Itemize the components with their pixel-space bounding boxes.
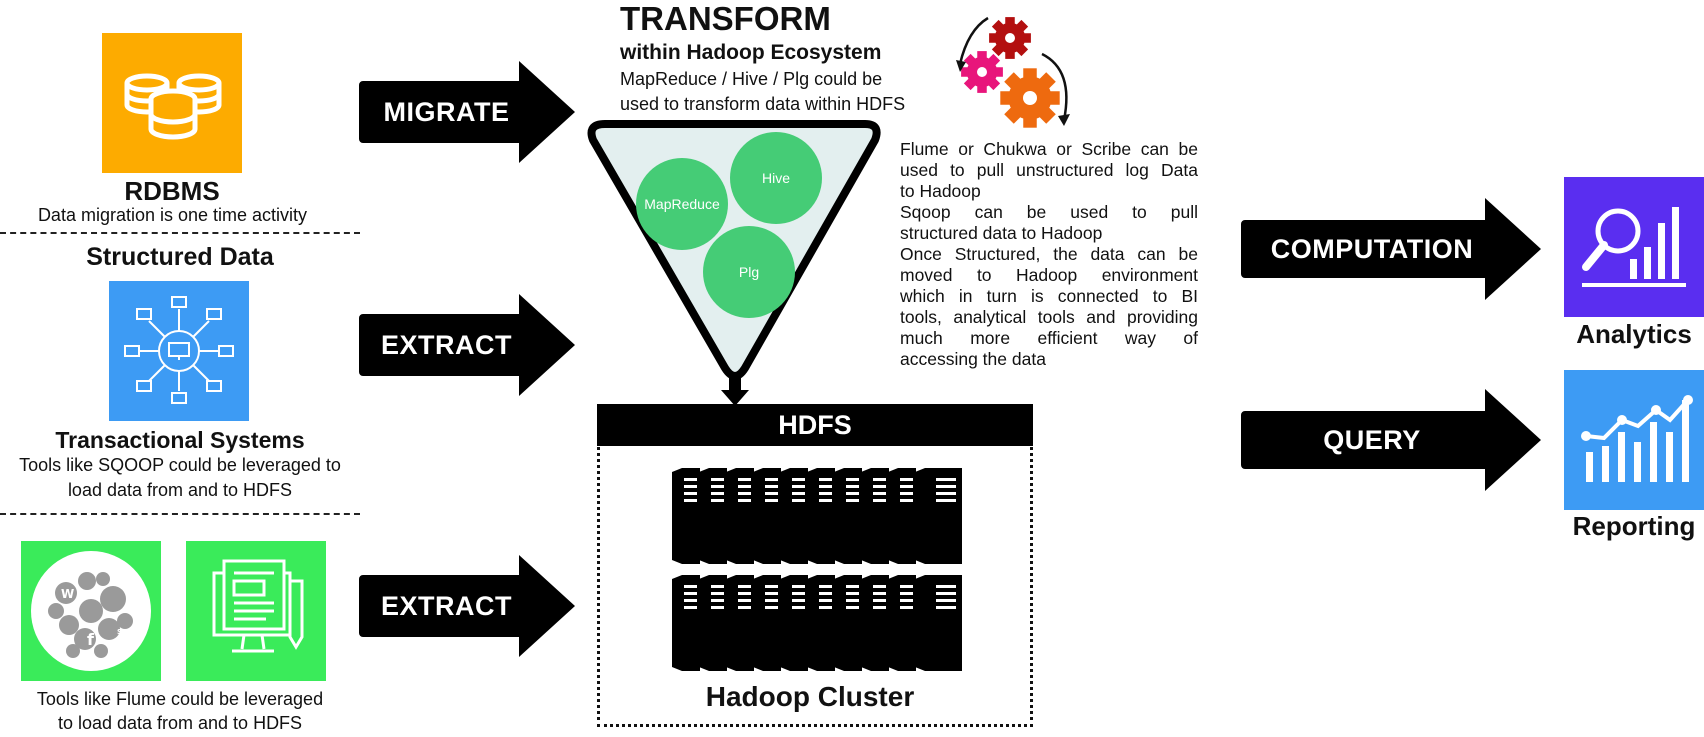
server-rack-row-2 [670, 575, 970, 673]
notes-line-9: tools, analytical tools and providing [900, 307, 1198, 327]
computation-arrow: COMPUTATION [1241, 198, 1543, 300]
plg-label: Plg [738, 264, 760, 280]
extract-arrow-1: EXTRACT [359, 294, 577, 396]
notes-line-1: Flume or Chukwa or Scribe can be [900, 139, 1198, 159]
svg-text:f: f [87, 630, 95, 649]
document-monitor-icon [186, 541, 326, 681]
notes-line-10: much more efficient way of [900, 328, 1198, 348]
plg-circle: Plg [703, 226, 795, 318]
mapreduce-label: MapReduce [644, 196, 720, 212]
divider-2 [0, 513, 360, 515]
server-rack-row-1 [670, 468, 970, 566]
notes-line-2: used to pull unstructured log Data [900, 160, 1198, 180]
hdfs-title: HDFS [778, 409, 852, 440]
transactional-caption-2: load data from and to HDFS [67, 480, 293, 500]
hdfs-header: HDFS [597, 404, 1033, 446]
notes-line-11: accessing the data [900, 349, 1046, 369]
rdbms-caption: Data migration is one time activity [37, 205, 308, 225]
social-media-icon: f W SMS [21, 541, 161, 681]
reporting-icon [1564, 370, 1704, 510]
transform-desc-1: MapReduce / Hive / Plg could be [620, 69, 883, 89]
hive-circle: Hive [730, 132, 822, 224]
mapreduce-circle: MapReduce [636, 158, 728, 250]
hadoop-cluster-label: Hadoop Cluster [705, 681, 915, 712]
unstructured-caption-2: to load data from and to HDFS [57, 713, 303, 733]
rdbms-icon [102, 33, 242, 173]
reporting-label: Reporting [1572, 511, 1696, 541]
transform-title: TRANSFORM [620, 0, 831, 37]
transactional-systems-title: Transactional Systems [55, 427, 305, 453]
unstructured-caption-1: Tools like Flume could be leveraged [36, 689, 324, 709]
notes-line-4: Sqoop can be used to pull [900, 202, 1198, 222]
hive-label: Hive [761, 170, 790, 186]
gears-icon [948, 10, 1083, 130]
notes-line-6: Once Structured, the data can be [900, 244, 1198, 264]
notes-line-5: structured data to Hadoop [900, 223, 1103, 243]
structured-data-title: Structured Data [86, 243, 274, 271]
migrate-arrow: MIGRATE [359, 61, 577, 163]
notes-line-8: which in turn is connected to BI [900, 286, 1198, 306]
network-icon [109, 281, 249, 421]
analytics-label: Analytics [1576, 319, 1692, 349]
rdbms-title: RDBMS [124, 176, 220, 206]
extract-label-2: EXTRACT [381, 590, 512, 621]
svg-text:W: W [61, 587, 74, 601]
query-arrow: QUERY [1241, 389, 1543, 491]
extract-label-1: EXTRACT [381, 329, 512, 360]
transactional-caption-1: Tools like SQOOP could be leveraged to [19, 455, 341, 475]
notes-paragraph: Flume or Chukwa or Scribe can be used to… [900, 139, 1198, 370]
divider-1 [0, 232, 360, 234]
transform-desc-2: used to transform data within HDFS [620, 94, 906, 114]
extract-arrow-2: EXTRACT [359, 555, 577, 657]
notes-line-3: to Hadoop [900, 181, 981, 201]
transform-subtitle: within Hadoop Ecosystem [620, 41, 882, 64]
svg-text:SMS: SMS [117, 628, 134, 636]
notes-line-7: moved to Hadoop environment [900, 265, 1198, 285]
analytics-icon [1564, 177, 1704, 317]
query-label: QUERY [1323, 424, 1421, 455]
migrate-label: MIGRATE [383, 96, 510, 127]
computation-label: COMPUTATION [1270, 233, 1474, 264]
